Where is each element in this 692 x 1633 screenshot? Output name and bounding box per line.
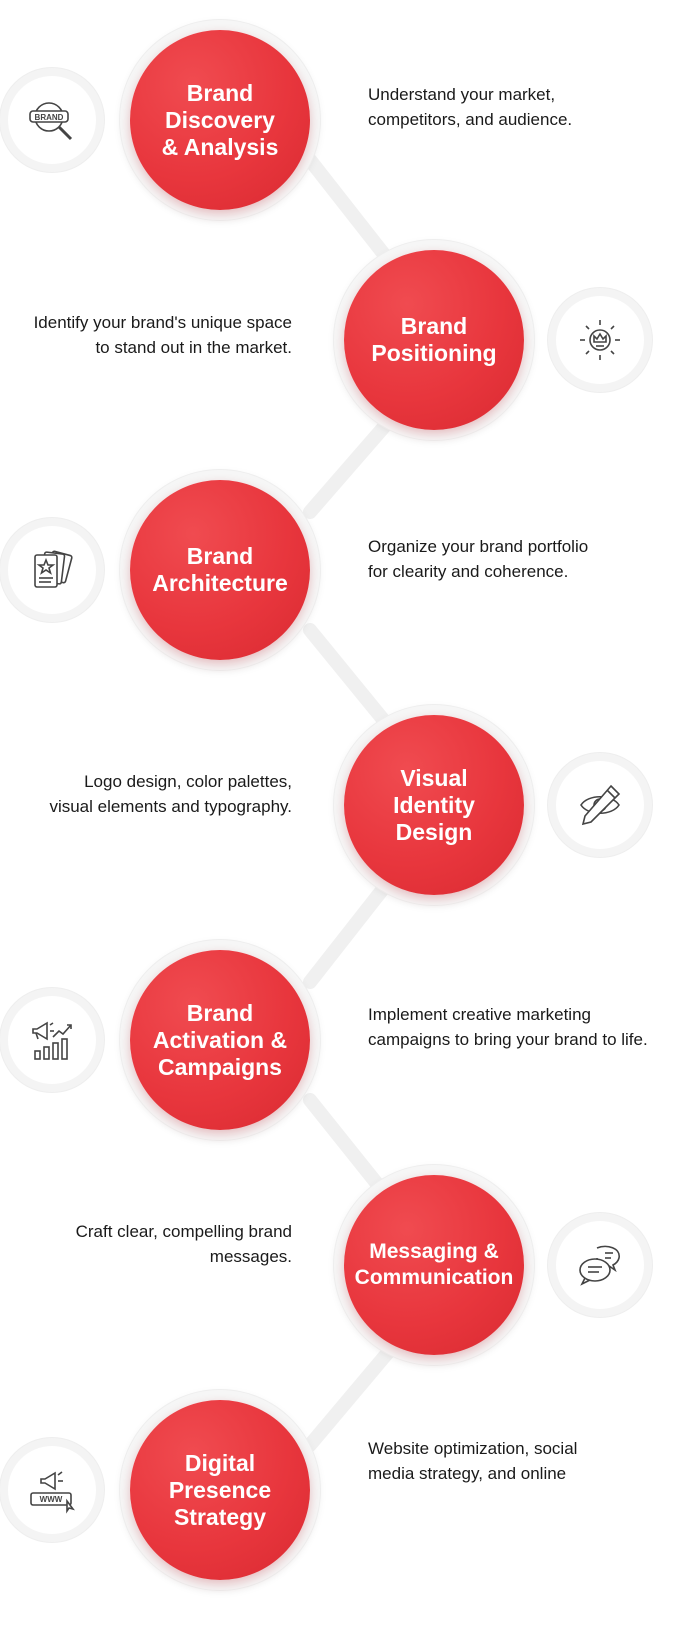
step-title: Brand Architecture: [152, 543, 288, 596]
step-visual-identity: Visual Identity Design Logo design, colo…: [0, 685, 692, 925]
step-title: Messaging & Communication: [354, 1240, 514, 1289]
step-brand-positioning: Brand Positioning Identify your brand's …: [0, 220, 692, 460]
step-title: Brand Positioning: [371, 313, 497, 366]
step-description: Understand your market, competitors, and…: [368, 85, 573, 129]
step-description: Website optimization, social media strat…: [368, 1439, 578, 1483]
eye-pen-icon: [580, 784, 621, 826]
brand-cards-icon: [34, 550, 73, 588]
step-digital-presence: WWW Digital Presence Strategy Website op…: [0, 1370, 692, 1610]
megaphone-www-icon: WWW: [30, 1471, 75, 1514]
step-title: Brand Discovery & Analysis: [161, 79, 279, 160]
step-title: Visual Identity Design: [393, 764, 475, 845]
step-circle: Messaging & Communication: [344, 1175, 524, 1355]
step-description: Organize your brand portfolio for cleari…: [368, 537, 589, 581]
icon-holder: [548, 288, 652, 392]
chat-bubbles-icon: [579, 1245, 620, 1286]
step-title: Brand Activation & Campaigns: [152, 999, 288, 1080]
step-messaging: Messaging & Communication Craft clear, c…: [0, 1145, 692, 1385]
step-circle: Brand Positioning: [344, 250, 524, 430]
step-title: Digital Presence Strategy: [168, 1449, 272, 1530]
svg-text:WWW: WWW: [40, 1495, 63, 1504]
step-circle: Digital Presence Strategy: [130, 1400, 310, 1580]
step-description: Craft clear, compelling brand messages.: [75, 1222, 292, 1266]
icon-holder: WWW: [0, 1438, 104, 1542]
icon-holder: BRAND: [0, 68, 104, 172]
step-brand-activation: Brand Activation & Campaigns Implement c…: [0, 920, 692, 1160]
brand-search-icon: BRAND: [29, 102, 73, 141]
icon-holder: [548, 1213, 652, 1317]
step-brand-architecture: Brand Architecture Organize your brand p…: [0, 450, 692, 690]
megaphone-chart-icon: [32, 1021, 72, 1060]
step-description: Logo design, color palettes, visual elem…: [49, 772, 292, 816]
step-description: Identify your brand's unique space to st…: [33, 313, 292, 357]
svg-text:BRAND: BRAND: [35, 113, 64, 122]
crown-lightbulb-icon: [580, 320, 620, 360]
step-brand-discovery: BRAND Brand Discovery & Analysis Underst…: [0, 0, 692, 240]
step-circle: Visual Identity Design: [344, 715, 524, 895]
step-circle: Brand Architecture: [130, 480, 310, 660]
icon-holder: [0, 518, 104, 622]
icon-holder: [0, 988, 104, 1092]
step-circle: Brand Discovery & Analysis: [130, 30, 310, 210]
step-description: Implement creative marketing campaigns t…: [368, 1005, 648, 1049]
step-circle: Brand Activation & Campaigns: [130, 950, 310, 1130]
icon-holder: [548, 753, 652, 857]
